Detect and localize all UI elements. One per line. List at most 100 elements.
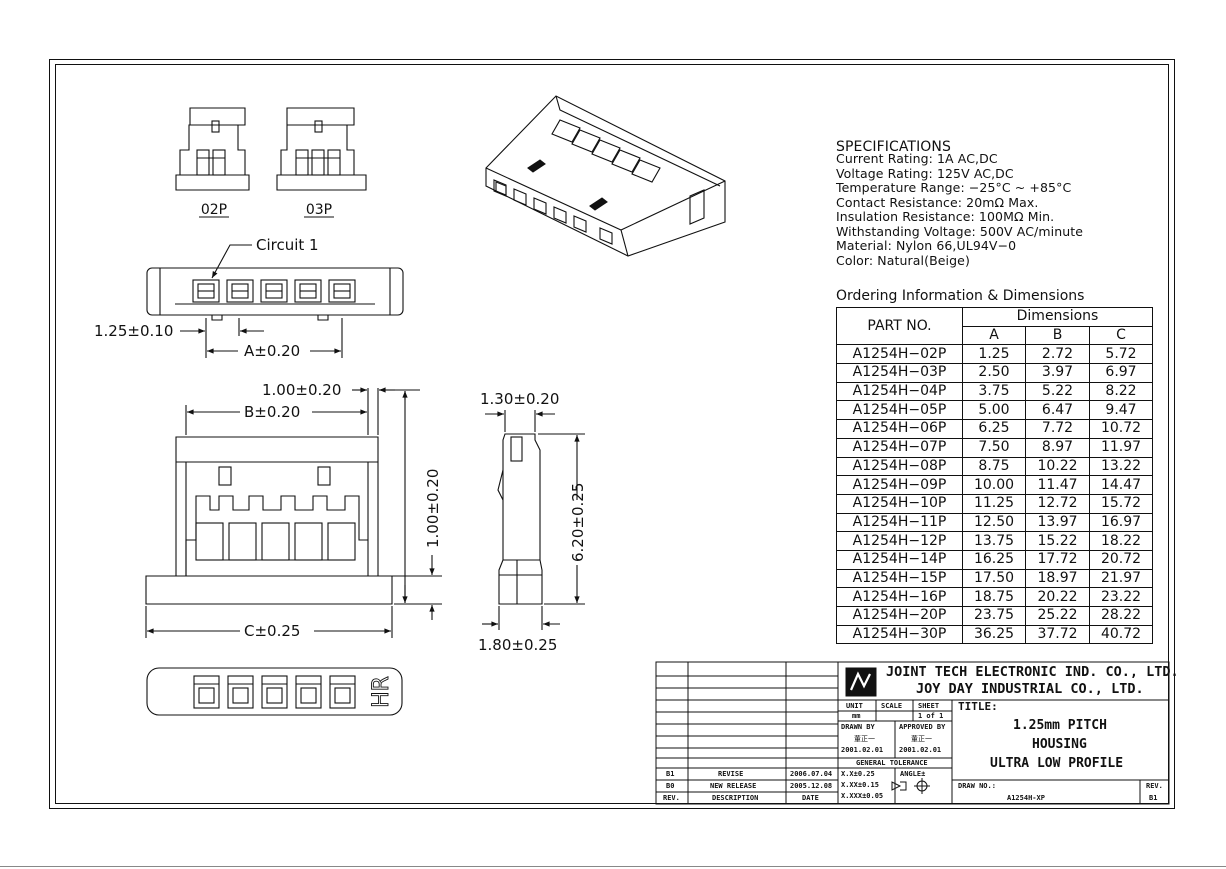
spec-line: Temperature Range: −25°C ~ +85°C [836,180,1072,195]
revision-rev: B0 [666,782,675,790]
part-no-cell: A1254H−08P [836,456,963,477]
dim-c-cell: 10.72 [1089,419,1153,439]
spec-line: Voltage Rating: 125V AC,DC [836,165,1014,181]
title-label: TITLE: [958,700,998,713]
draw-no: A1254H-XP [1007,794,1045,802]
bottom-view [146,667,403,716]
dim-b-cell: 10.22 [1025,456,1090,477]
company-name-2: JOY DAY INDUSTRIAL CO., LTD. [916,681,1144,697]
view-02p [175,107,250,191]
dim-a-cell: 23.75 [962,606,1026,626]
dim-side-width: 1.30±0.20 [480,390,559,408]
title-line-2: HOUSING [1032,737,1087,752]
dim-b-cell: 25.22 [1025,606,1090,626]
revision-description: NEW RELEASE [710,782,757,790]
description-header: DESCRIPTION [712,794,759,802]
circuit-1-label: Circuit 1 [256,236,319,254]
view-03p [276,107,367,191]
part-no-cell: A1254H−12P [836,531,963,551]
sheet-value: 1 of 1 [918,712,944,720]
dim-c-cell: 6.97 [1089,363,1153,383]
revision-rev: B1 [666,770,675,778]
dim-a-cell: 17.50 [962,568,1026,589]
dim-b-cell: 13.97 [1025,512,1090,533]
spec-line: Withstanding Voltage: 500V AC/minute [836,223,1084,239]
tolerance-2: X.XX±0.15 [841,781,879,789]
header-c: C [1089,325,1153,346]
part-no-cell: A1254H−06P [836,419,963,439]
dim-b-cell: 11.47 [1025,475,1090,495]
dim-b-cell: 15.22 [1025,531,1090,551]
drawn-by-label: DRAWN BY [841,723,875,731]
revision-date: 2006.07.04 [790,770,833,778]
dim-a-cell: 8.75 [962,456,1026,477]
header-part-no: PART NO. [836,306,963,346]
dim-c-cell: 21.97 [1089,568,1153,589]
dim-c-cell: 28.22 [1089,606,1153,626]
part-no-cell: A1254H−14P [836,549,963,570]
hr-mark: HR [369,676,394,708]
dim-a-cell: 11.25 [962,493,1026,514]
rev-label: REV. [1146,782,1163,790]
part-no-cell: A1254H−02P [836,344,963,365]
dim-b: B±0.20 [244,403,300,421]
dim-c-cell: 8.22 [1089,381,1153,402]
part-no-cell: A1254H−07P [836,437,963,458]
part-no-cell: A1254H−11P [836,512,963,533]
sheet-border-inner [55,64,1169,804]
unit-value: mm [852,712,861,720]
dim-b-cell: 20.22 [1025,587,1090,607]
bottom-rule [0,866,1226,867]
dim-c-cell: 18.22 [1089,531,1153,551]
dim-b-cell: 5.22 [1025,381,1090,402]
dim-pitch: 1.25±0.10 [94,322,173,340]
dim-c-cell: 16.97 [1089,512,1153,533]
approved-by-label: APPROVED BY [899,723,946,731]
revision-description: REVISE [718,770,744,778]
label-02p: 02P [201,202,227,218]
isometric-view [485,95,726,257]
dim-c-cell: 9.47 [1089,400,1153,421]
dim-c: C±0.25 [244,622,300,640]
spec-line: Material: Nylon 66,UL94V−0 [836,238,1017,253]
spec-line: Contact Resistance: 20mΩ Max. [836,194,1039,210]
title-line-3: ULTRA LOW PROFILE [990,756,1124,771]
dim-a-cell: 16.25 [962,549,1026,570]
angle-label: ANGLE± [900,770,926,778]
dim-c-cell: 15.72 [1089,493,1153,514]
dim-a-cell: 5.00 [962,400,1026,421]
revision-date: 2005.12.08 [790,782,833,790]
label-03p: 03P [306,202,332,218]
dim-c-cell: 14.47 [1089,475,1153,495]
unit-label: UNIT [846,702,863,710]
dim-a-cell: 3.75 [962,381,1026,402]
part-no-cell: A1254H−09P [836,475,963,495]
scale-label: SCALE [881,702,903,710]
tolerance-1: X.X±0.25 [841,770,875,778]
rev-header: REV. [663,794,680,802]
dim-b-cell: 8.97 [1025,437,1090,458]
part-no-cell: A1254H−15P [836,568,963,589]
dim-b-cell: 6.47 [1025,400,1090,421]
tolerance-3: X.XXX±0.05 [841,792,884,800]
title-block [655,661,1170,805]
dim-c-cell: 23.22 [1089,587,1153,607]
drawn-by-date: 2001.02.01 [841,746,884,754]
approved-by-name: 董正一 [911,735,932,743]
drawn-by-name: 董正一 [854,735,875,743]
dim-side-base: 1.80±0.25 [478,636,557,654]
spec-title: SPECIFICATIONS [836,139,951,155]
dim-b-cell: 18.97 [1025,568,1090,589]
spec-line: Insulation Resistance: 100MΩ Min. [836,209,1055,224]
